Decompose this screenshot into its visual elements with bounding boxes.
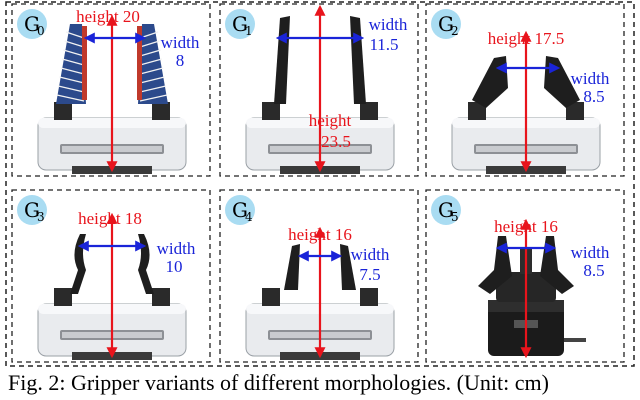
width-label: width [161,33,200,52]
width-label: width [369,15,408,34]
width-label: width [351,245,390,264]
finger-mount-left [54,288,72,306]
panel-badge [431,195,461,225]
finger-left [284,244,300,290]
panel-border [11,3,211,177]
height-label: height 16 [288,225,352,244]
finger-rib [58,85,85,93]
panel-label-subscript: 5 [451,210,459,224]
height-label: height 20 [76,7,140,26]
panel-label: G [438,12,454,36]
panel-label-subscript: 2 [451,24,459,38]
finger-mount-left [262,102,280,120]
panel-border [219,189,419,363]
width-label: width [157,239,196,258]
width-value: 8.5 [583,261,604,280]
finger-mount-left [54,102,72,120]
panel-label-subscript: 0 [37,24,45,38]
finger-rib [139,67,164,75]
finger-right [138,234,154,294]
finger-rib [60,67,85,75]
finger-rib [61,58,85,66]
height-value: 23.5 [321,132,351,151]
width-value: 11.5 [369,35,398,54]
width-value: 10 [166,257,183,276]
width-label: width [571,69,610,88]
finger-rib [139,85,166,93]
panel-label: G [232,12,248,36]
finger-mount-left [468,102,486,120]
finger-left [274,16,290,104]
finger-mount-right [566,102,584,120]
finger-rib [139,94,168,102]
finger-rib [139,49,161,57]
panel-label: G [24,198,40,222]
panel-border [425,189,625,363]
finger-mount-right [360,288,378,306]
panel-label-subscript: 3 [37,210,45,224]
panel-label-subscript: 1 [245,24,253,38]
finger-left [56,24,86,104]
panel-label: G [24,12,40,36]
width-value: 8 [176,51,185,70]
cable [564,338,586,342]
height-label: height 18 [78,209,142,228]
finger-pad-left [82,26,87,100]
height-label: height 17.5 [488,29,565,48]
finger-mount-right [152,288,170,306]
finger-right [340,244,356,290]
panel-badge [225,9,255,39]
figure-caption: Fig. 2: Gripper variants of different mo… [8,370,549,395]
panel-badge [17,9,47,39]
finger-rib [139,40,160,48]
panel-label: G [232,198,248,222]
panel-border [11,189,211,363]
finger-left [472,56,508,108]
width-value: 8.5 [583,87,604,106]
height-label: height 16 [494,217,558,236]
outer-frame [5,1,635,367]
finger-rib [63,49,85,57]
finger-rib [56,94,85,102]
finger-mount-right [360,102,378,120]
panel-border [219,3,419,177]
panel-label: G [438,198,454,222]
finger-mount-left [262,288,280,306]
finger-pad-right [137,26,142,100]
finger-rib [139,58,163,66]
panel-label-subscript: 4 [245,210,253,224]
finger-left [70,234,86,294]
finger-rib [65,31,85,39]
finger-mount-right [152,102,170,120]
finger-right [350,16,366,104]
panel-badge [225,195,255,225]
width-label: width [571,243,610,262]
panel-badge [17,195,47,225]
finger-rib [59,76,85,84]
finger-right [138,24,168,104]
finger-rib [64,40,85,48]
height-label: height [309,111,352,130]
finger-rib [139,76,165,84]
panel-badge [431,9,461,39]
width-value: 7.5 [359,265,380,284]
panel-border [425,3,625,177]
